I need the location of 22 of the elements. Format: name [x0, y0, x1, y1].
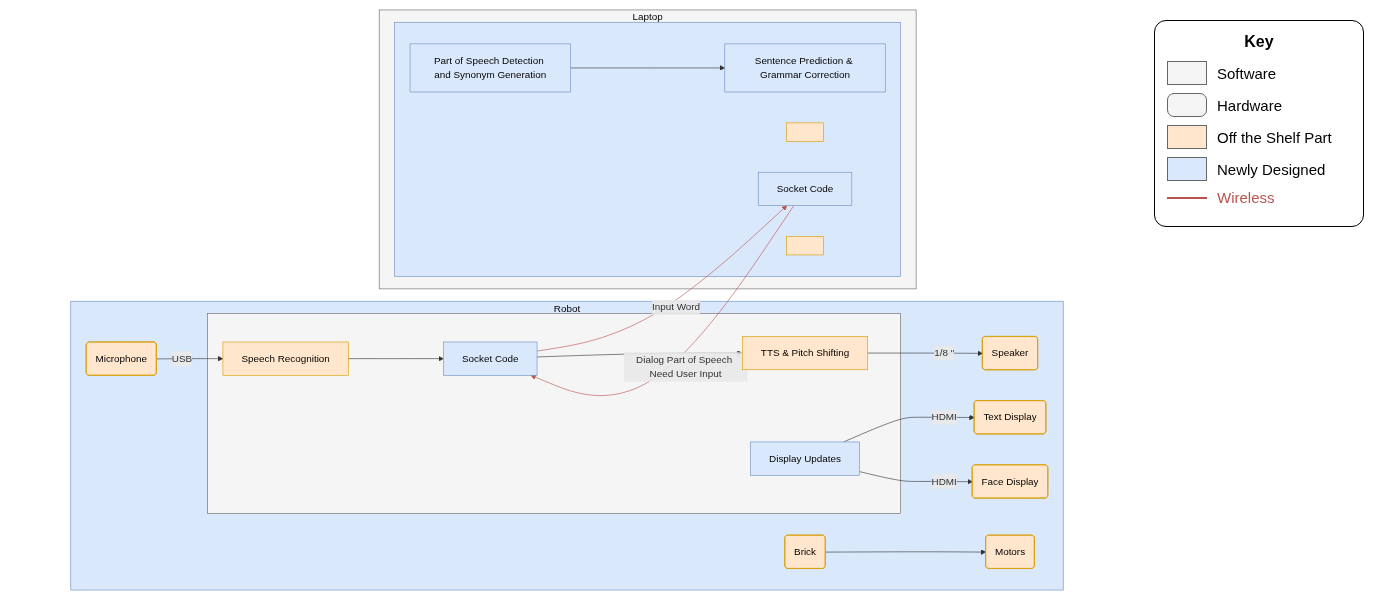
- cluster: [207, 313, 901, 514]
- legend-text: Hardware: [1217, 96, 1283, 114]
- legend-heading: Key: [1243, 33, 1275, 51]
- node-box: Display Updates: [750, 441, 860, 476]
- edge-label: 1/8 ": [934, 347, 955, 359]
- node-box: [786, 236, 824, 256]
- node-box: [786, 122, 824, 142]
- edge-label: Dialog Part of Speech Need User Input: [636, 354, 733, 380]
- legend-text: Newly Designed: [1217, 160, 1326, 178]
- node-box: Socket Code: [757, 171, 853, 206]
- node-box: Part of Speech Detection and Synonym Generation: [409, 43, 571, 93]
- edge-label: HDMI: [931, 411, 957, 423]
- legend-text: Off the Shelf Part: [1217, 128, 1332, 146]
- node-box: TTS & Pitch Shifting: [742, 336, 869, 371]
- edge-label: Input Word: [651, 301, 701, 313]
- node-box: Socket Code: [443, 341, 538, 376]
- legend-text: Software: [1217, 64, 1277, 82]
- edge-label: USB: [171, 353, 193, 364]
- edge-label: HDMI: [931, 475, 957, 487]
- node-box: Speech Recognition: [222, 341, 349, 376]
- node-box: Sentence Prediction & Grammar Correction: [724, 43, 886, 93]
- legend-text: Wireless: [1217, 189, 1275, 206]
